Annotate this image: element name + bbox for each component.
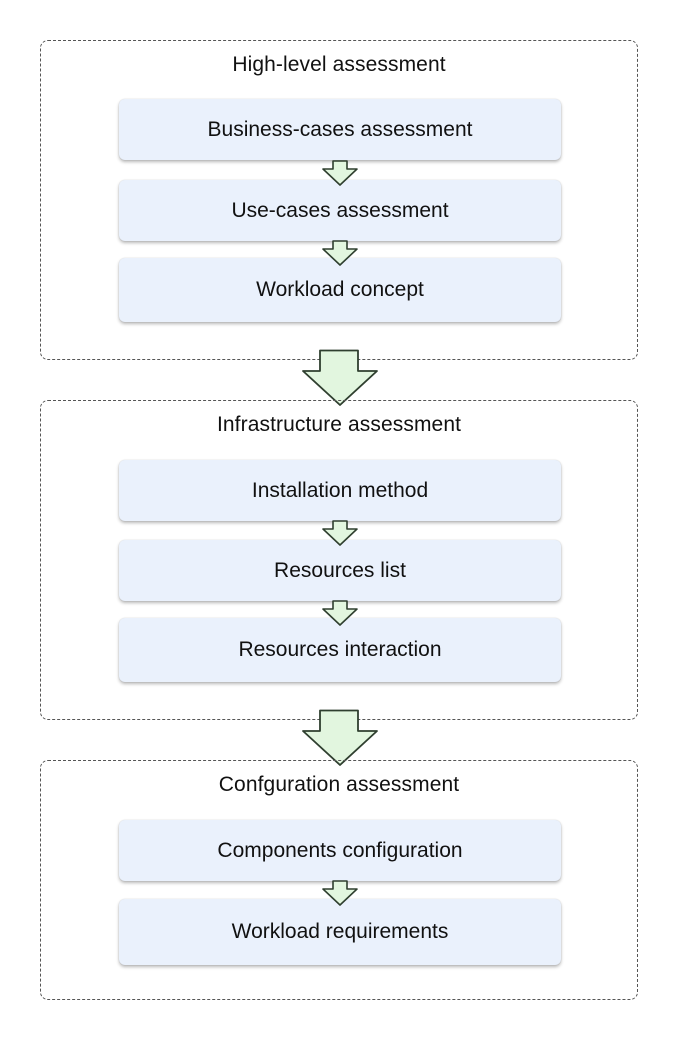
step-workload-requirements: Workload requirements: [119, 899, 561, 965]
group-configuration-assessment: Confguration assessment: [40, 760, 638, 1000]
group-title: High-level assessment: [232, 53, 446, 76]
step-components-configuration: Components configuration: [119, 820, 561, 881]
small-arrow-down-icon: [322, 240, 358, 266]
step-workload-concept: Workload concept: [119, 258, 561, 322]
group-title: Confguration assessment: [218, 773, 460, 796]
large-arrow-down-icon: [300, 709, 380, 767]
small-arrow-down-icon: [322, 880, 358, 906]
small-arrow-down-icon: [322, 600, 358, 626]
small-arrow-down-icon: [322, 520, 358, 546]
step-business-cases-assessment: Business-cases assessment: [119, 99, 561, 160]
large-arrow-down-icon: [300, 349, 380, 407]
step-resources-list: Resources list: [119, 540, 561, 601]
small-arrow-down-icon: [322, 160, 358, 186]
step-installation-method: Installation method: [119, 460, 561, 521]
step-resources-interaction: Resources interaction: [119, 618, 561, 682]
group-title: Infrastructure assessment: [216, 413, 462, 436]
step-use-cases-assessment: Use-cases assessment: [119, 180, 561, 241]
